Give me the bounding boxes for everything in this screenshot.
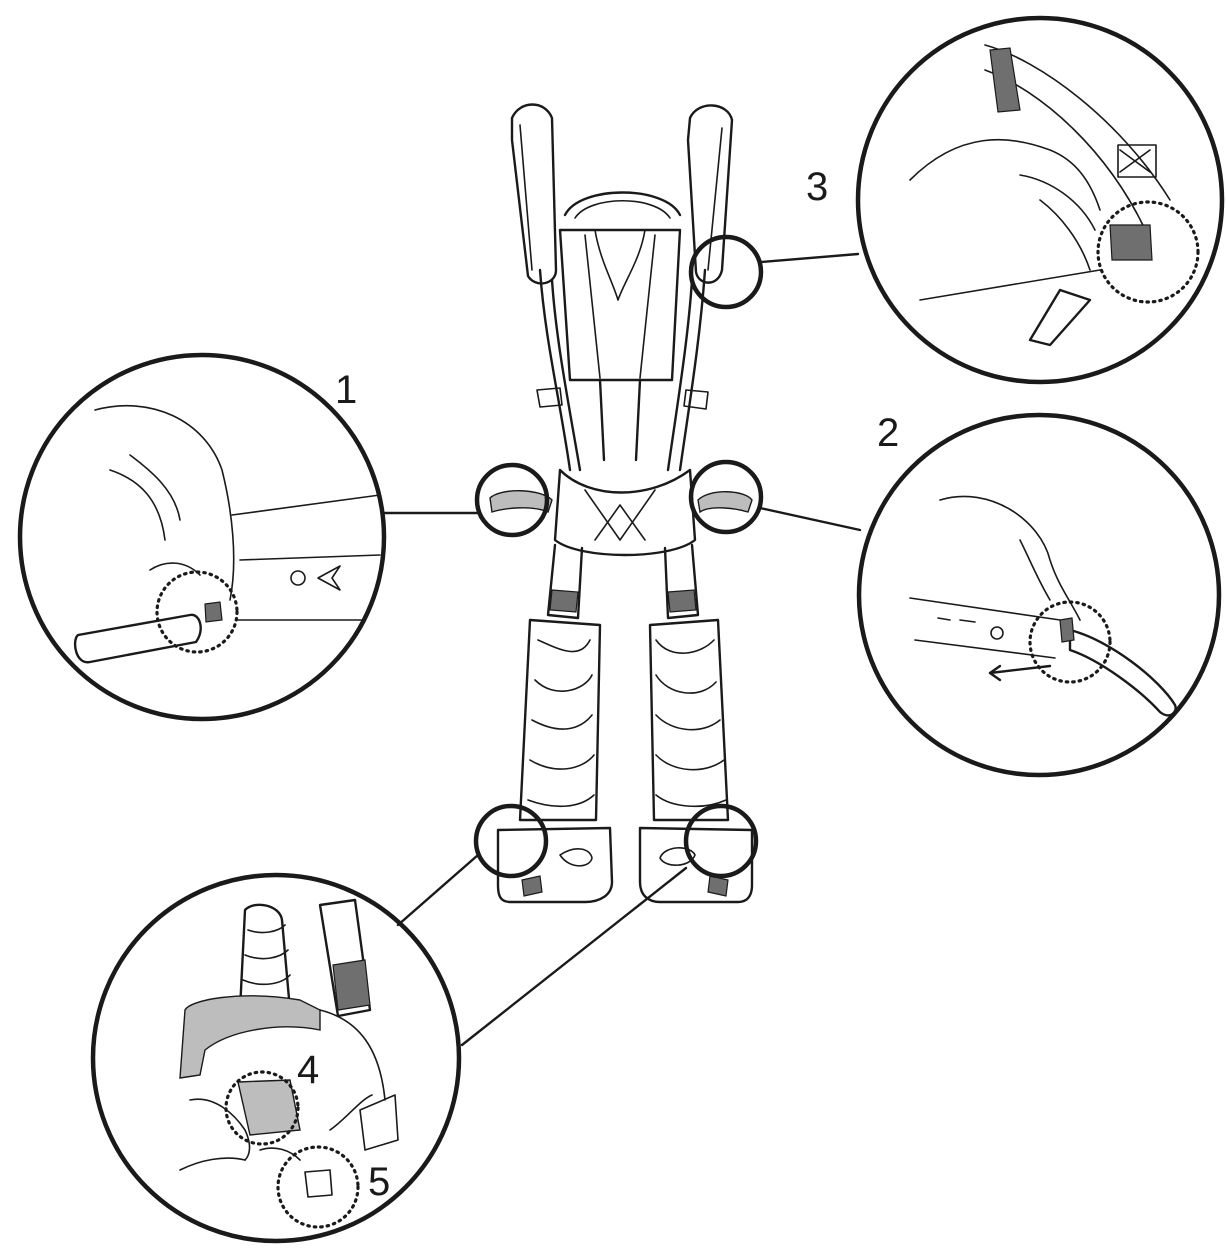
highlight-circle-2 <box>688 459 764 535</box>
highlight-circles <box>473 234 764 879</box>
exoskeleton-figure <box>489 103 754 904</box>
leader-lines <box>383 252 862 1047</box>
callout-label-5: 5 <box>368 1160 390 1204</box>
highlight-circle-3 <box>688 234 764 310</box>
detail-view-3: 3 <box>806 15 1225 385</box>
detail-view-4-5: 4 5 <box>90 872 462 1244</box>
callout-label-2: 2 <box>877 411 899 455</box>
callout-label-3: 3 <box>806 165 828 209</box>
highlight-circle-4 <box>473 803 549 879</box>
callout-label-1: 1 <box>335 368 357 412</box>
highlight-circle-5 <box>683 803 759 879</box>
detail-view-2: 2 <box>856 411 1222 778</box>
highlight-circle-1 <box>474 462 550 538</box>
detail-view-1: 1 <box>17 352 387 722</box>
callout-label-4: 4 <box>297 1048 319 1092</box>
